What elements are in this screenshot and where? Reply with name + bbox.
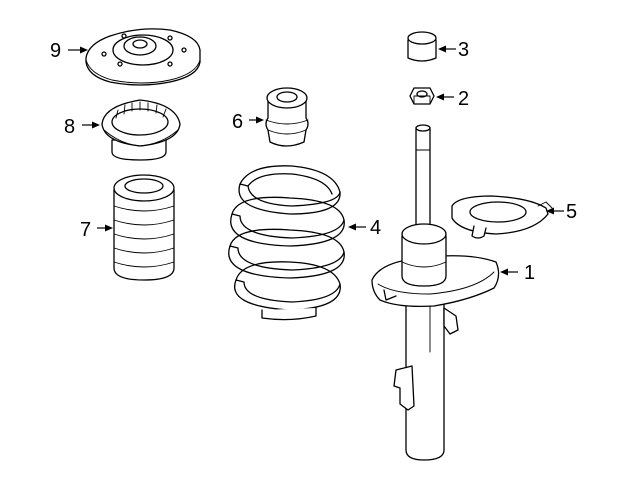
coil-spring: [228, 165, 345, 321]
callout-4: 4: [348, 217, 381, 239]
callout-2: 2: [436, 88, 469, 110]
dust-boot: [113, 174, 175, 281]
strut-assembly: [371, 124, 500, 461]
callout-1-label: 1: [524, 262, 535, 284]
callout-3-label: 3: [458, 39, 469, 61]
callout-4-label: 4: [370, 217, 381, 239]
strut-nut: [409, 87, 435, 105]
callout-5: 5: [546, 201, 577, 223]
callout-8: 8: [64, 116, 100, 138]
strut-cap: [407, 31, 437, 62]
callout-8-label: 8: [64, 116, 75, 138]
strut-bearing: [101, 99, 181, 161]
callout-9: 9: [50, 40, 88, 62]
callout-2-label: 2: [458, 88, 469, 110]
callout-6: 6: [232, 111, 264, 133]
callout-6-label: 6: [232, 111, 243, 133]
callout-7: 7: [80, 219, 113, 241]
callout-7-label: 7: [80, 219, 91, 241]
strut-mount: [85, 28, 201, 86]
bump-stop: [265, 87, 309, 147]
spring-seat: [451, 195, 553, 239]
callout-5-label: 5: [566, 201, 577, 223]
callout-9-label: 9: [50, 40, 61, 62]
callout-3: 3: [438, 39, 469, 61]
callout-1: 1: [500, 262, 535, 284]
